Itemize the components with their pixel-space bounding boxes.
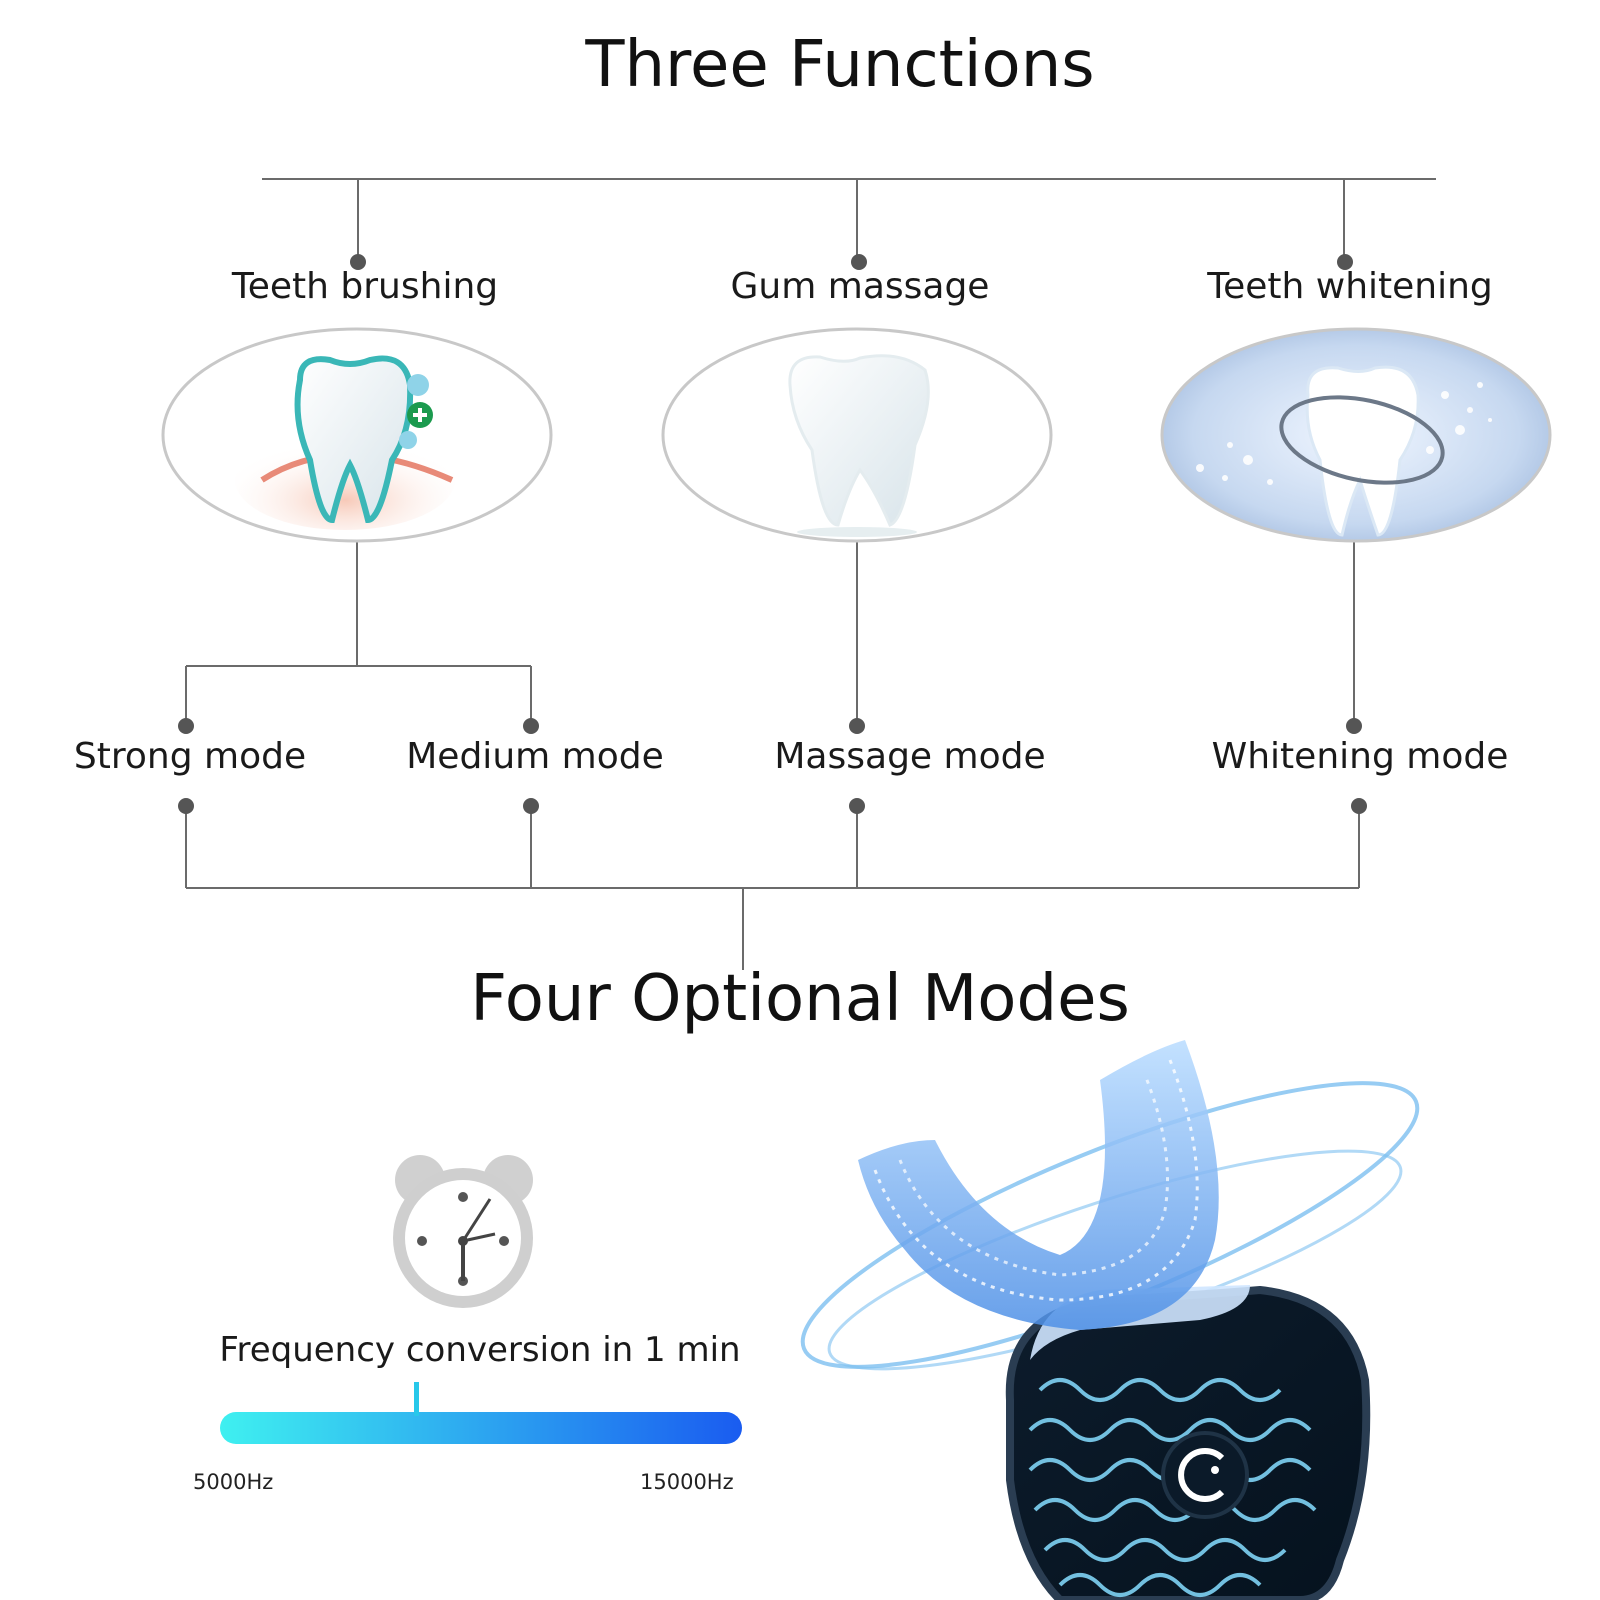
toothbrush-illustration: [800, 1040, 1420, 1600]
function-label-teeth-brushing: Teeth brushing: [231, 266, 499, 307]
mode-label-medium: Medium mode: [406, 736, 664, 777]
tooth-icon: [661, 327, 1053, 543]
tooth-sparkle-icon: [1160, 327, 1552, 543]
function-label-teeth-whitening: Teeth whitening: [1207, 266, 1493, 307]
mode-label-massage: Massage mode: [774, 736, 1046, 777]
frequency-max-label: 15000Hz: [640, 1470, 734, 1494]
title-four-optional-modes: Four Optional Modes: [470, 962, 1130, 1036]
tooth-protection-icon: [161, 327, 553, 543]
top-connectors: [185, 178, 1436, 970]
function-label-gum-massage: Gum massage: [730, 266, 990, 307]
frequency-label: Frequency conversion in 1 min: [219, 1330, 741, 1370]
connector-dots: [178, 254, 1367, 814]
frequency-bar: [220, 1382, 742, 1444]
frequency-min-label: 5000Hz: [193, 1470, 274, 1494]
mode-label-whitening: Whitening mode: [1211, 736, 1509, 777]
mode-label-strong: Strong mode: [73, 736, 307, 777]
alarm-clock-icon: [393, 1155, 533, 1308]
title-three-functions: Three Functions: [585, 28, 1095, 102]
